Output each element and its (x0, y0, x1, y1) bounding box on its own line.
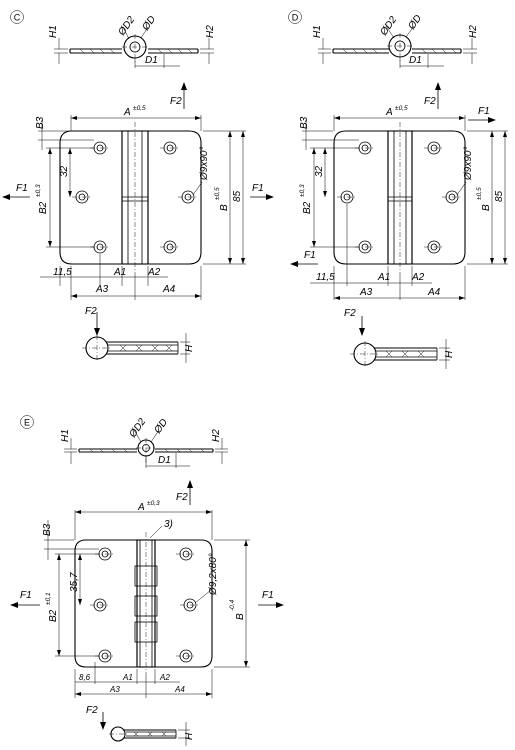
view-e-dim-d2: ØD2 (127, 416, 149, 440)
view-d-top-view: H1 H2 ØD2 ØD D1 (312, 13, 479, 68)
view-e-dim-a-tol: ±0,3 (147, 500, 160, 507)
view-c-dim-85: 85 (232, 190, 243, 202)
view-d-hole-callout: Ø9x90° (463, 147, 474, 181)
view-c-top-view: H1 H2 ØD2 ØD D1 (48, 14, 216, 68)
view-label-c-text: C (14, 13, 21, 23)
view-e-dim-h1: H1 (60, 429, 71, 442)
view-d-force-f1-left: F1 (304, 250, 316, 261)
view-e-dim-b3: B3 (42, 523, 53, 536)
view-d-force-f2-top: F2 (424, 96, 436, 107)
view-d-dim-b2: B2 (302, 201, 313, 214)
view-d-dim-a1: A1 (377, 272, 390, 283)
view-c-force-f2-side: F2 (85, 306, 97, 317)
view-c-dim-32: 32 (59, 165, 70, 177)
view-c-force-f2-top: F2 (170, 96, 182, 107)
view-c-dim-a4: A4 (162, 284, 176, 295)
view-d-force-f1-top: F1 (478, 106, 490, 117)
view-c-force-f1-left: F1 (16, 183, 28, 194)
view-d-force-f2-side: F2 (344, 308, 356, 319)
view-c-dim-b2-tol: ±0,3 (35, 184, 42, 197)
view-e-force-f1-right: F1 (262, 590, 274, 601)
view-e-dim-a3: A3 (109, 685, 120, 694)
view-e-force-f1-left: F1 (20, 590, 32, 601)
view-c-dim-h: H (184, 344, 195, 352)
view-d-dim-b-tol: ±0,5 (476, 187, 483, 200)
view-c-dim-d: ØD (140, 14, 158, 33)
view-e-dim-b2: B2 (48, 609, 59, 622)
view-d-dim-d1: D1 (409, 55, 422, 66)
view-c-dim-a2: A2 (147, 267, 161, 278)
view-e-force-f2-top: F2 (176, 492, 188, 503)
view-d-front-view: A ±0,5 F1 (290, 105, 508, 300)
view-e-dim-d1: D1 (158, 455, 171, 466)
view-e-side-view: F2 H (86, 705, 195, 746)
view-d-dim-d2: ØD2 (378, 14, 400, 38)
view-d-dim-a-tol: ±0,5 (395, 105, 408, 112)
view-e-hole-callout: Ø9,2x80° (208, 553, 219, 596)
view-c-dim-a-tol: ±0,5 (133, 105, 146, 112)
view-e: E H1 H2 ØD2 (10, 415, 284, 746)
view-d-dim-a4: A4 (427, 287, 441, 298)
view-d-dim-b: B (481, 204, 492, 211)
view-e-dim-b2-tol: ±0,1 (45, 592, 52, 605)
view-d-dim-85: 85 (494, 190, 505, 202)
view-e-force-f2-side: F2 (86, 705, 98, 716)
view-label-c: C (10, 10, 24, 24)
view-c-dim-a1: A1 (113, 267, 126, 278)
view-c-dim-h1: H1 (48, 25, 59, 38)
view-e-dim-35-7: 35,7 (69, 572, 80, 592)
view-c-dim-11-5: 11,5 (53, 267, 72, 278)
view-d-dim-11-5: 11,5 (316, 272, 335, 283)
view-e-f2-arrow-top: F2 (176, 480, 193, 505)
view-e-dim-a: A (137, 502, 145, 513)
view-c-dim-d1: D1 (145, 55, 158, 66)
view-d-dim-a2: A2 (411, 272, 425, 283)
view-c-dim-a3: A3 (95, 284, 109, 295)
view-d-dim-b3: B3 (299, 116, 310, 129)
view-e-dim-a2: A2 (159, 673, 170, 682)
view-c-dim-a: A (123, 107, 131, 118)
view-c-dim-b3: B3 (35, 116, 46, 129)
view-e-front-view: A ±0,3 3) (10, 500, 284, 698)
view-e-dim-8-6: 8,6 (79, 673, 91, 682)
view-d-dim-a: A (385, 107, 393, 118)
view-e-dim-a1: A1 (122, 673, 133, 682)
view-c-dim-b-tol: ±0,5 (214, 187, 221, 200)
view-d-dim-32: 32 (314, 165, 325, 177)
view-c-force-f1-right: F1 (252, 183, 264, 194)
view-e-top-view: H1 H2 ØD2 ØD D1 (60, 416, 228, 468)
view-c-f2-arrow-top: F2 (170, 82, 187, 109)
view-label-d-text: D (292, 13, 299, 23)
view-c-dim-h2: H2 (205, 25, 216, 38)
view-d-dim-h2: H2 (468, 25, 479, 38)
view-d-side-view: F2 H (344, 308, 455, 369)
view-d-f2-arrow-top: F2 (424, 82, 441, 109)
view-c-dim-d2: ØD2 (116, 14, 138, 38)
view-e-dim-h: H (184, 732, 195, 740)
view-e-dim-h2: H2 (211, 429, 222, 442)
view-e-dim-d: ØD (152, 417, 170, 436)
view-e-dim-a4: A4 (174, 685, 185, 694)
view-d-dim-h: H (444, 350, 455, 358)
view-e-note-3: 3) (164, 519, 173, 530)
view-c-front-view: A ±0,5 (2, 105, 274, 300)
view-label-d: D (288, 10, 302, 24)
view-d-dim-h1: H1 (312, 25, 323, 38)
view-c: C H1 H2 (2, 10, 274, 363)
view-e-dim-b-tol: -0,4 (229, 599, 236, 611)
view-e-dim-b: B (235, 613, 246, 620)
view-c-side-view: F2 H (82, 306, 195, 363)
view-label-e-text: E (24, 418, 30, 428)
view-c-dim-b2: B2 (38, 201, 49, 214)
view-c-dim-b: B (219, 204, 230, 211)
view-d-dim-b2-tol: ±0,3 (299, 184, 306, 197)
view-c-hole-callout: Ø9x90° (199, 147, 210, 181)
view-label-e: E (20, 415, 34, 429)
view-d-dim-d: ØD (406, 13, 424, 32)
view-d-dim-a3: A3 (359, 287, 373, 298)
view-d: D H1 H2 ØD2 (288, 10, 508, 369)
